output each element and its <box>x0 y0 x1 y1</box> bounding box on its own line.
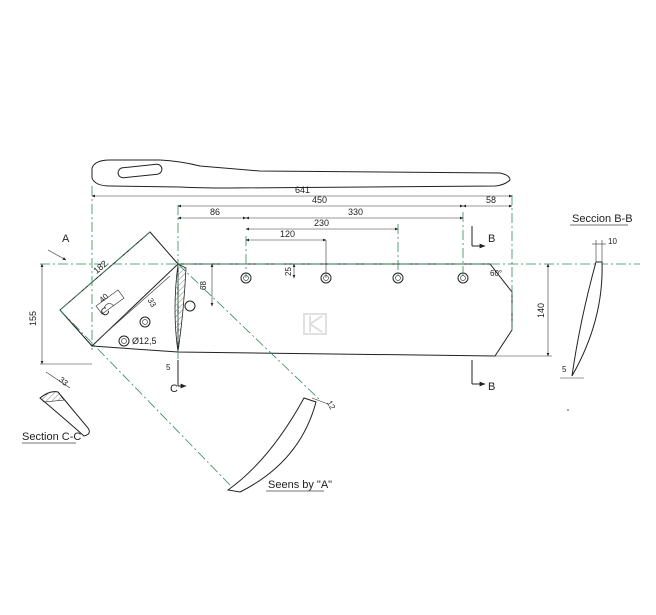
dim-450: 450 <box>312 195 327 205</box>
dim-68: 68 <box>199 281 208 290</box>
view-a: 12 Seens by "A" <box>226 397 338 493</box>
view-a-12: 12 <box>325 399 338 412</box>
section-bb: Seccion B-B 10 5 <box>560 213 633 411</box>
dim-5: 5 <box>166 363 171 372</box>
dim-25: 25 <box>284 267 293 276</box>
marker-b-top: B <box>488 233 495 245</box>
dim-58: 58 <box>486 195 496 205</box>
center-lines <box>40 186 640 486</box>
dim-330: 330 <box>348 207 363 217</box>
dim-angle: 60° <box>490 269 502 278</box>
main-blade-view <box>174 263 513 357</box>
share-hole-2 <box>118 335 130 347</box>
dim-40: 40 <box>97 291 110 304</box>
logo-watermark <box>303 313 327 335</box>
sec-cc-33: 33 <box>57 375 70 388</box>
view-a-title: Seens by "A" <box>268 479 332 491</box>
dim-140: 140 <box>536 303 546 318</box>
dim-182: 182 <box>91 258 109 275</box>
marker-c: C <box>170 383 178 395</box>
marker-b-bottom: B <box>488 381 495 393</box>
share-hole-1 <box>139 316 151 328</box>
top-dimensions <box>40 194 552 365</box>
dimension-labels: 641 450 58 86 330 230 120 25 68 155 140 … <box>28 185 546 372</box>
dim-155: 155 <box>28 311 38 326</box>
section-bb-title: Seccion B-B <box>572 213 633 225</box>
hole-large <box>184 300 196 312</box>
dim-120: 120 <box>280 229 295 239</box>
bar-slot <box>117 163 163 179</box>
section-cc-title: Section C-C <box>22 431 81 443</box>
sec-bb-10: 10 <box>608 237 617 246</box>
sec-bb-5: 5 <box>562 365 567 374</box>
section-markers: A B B C C <box>47 226 495 395</box>
dim-86: 86 <box>210 207 220 217</box>
dim-hole-dia: Ø12,5 <box>132 336 157 346</box>
marker-a: A <box>62 233 70 245</box>
dim-230: 230 <box>314 218 329 228</box>
dim-641: 641 <box>295 185 310 195</box>
section-cc: 33 Section C-C <box>22 371 90 444</box>
share-point-view <box>59 231 179 353</box>
top-view-bar <box>91 159 511 189</box>
dim-33-share: 33 <box>146 297 159 310</box>
marker-c-share: C <box>98 305 112 319</box>
